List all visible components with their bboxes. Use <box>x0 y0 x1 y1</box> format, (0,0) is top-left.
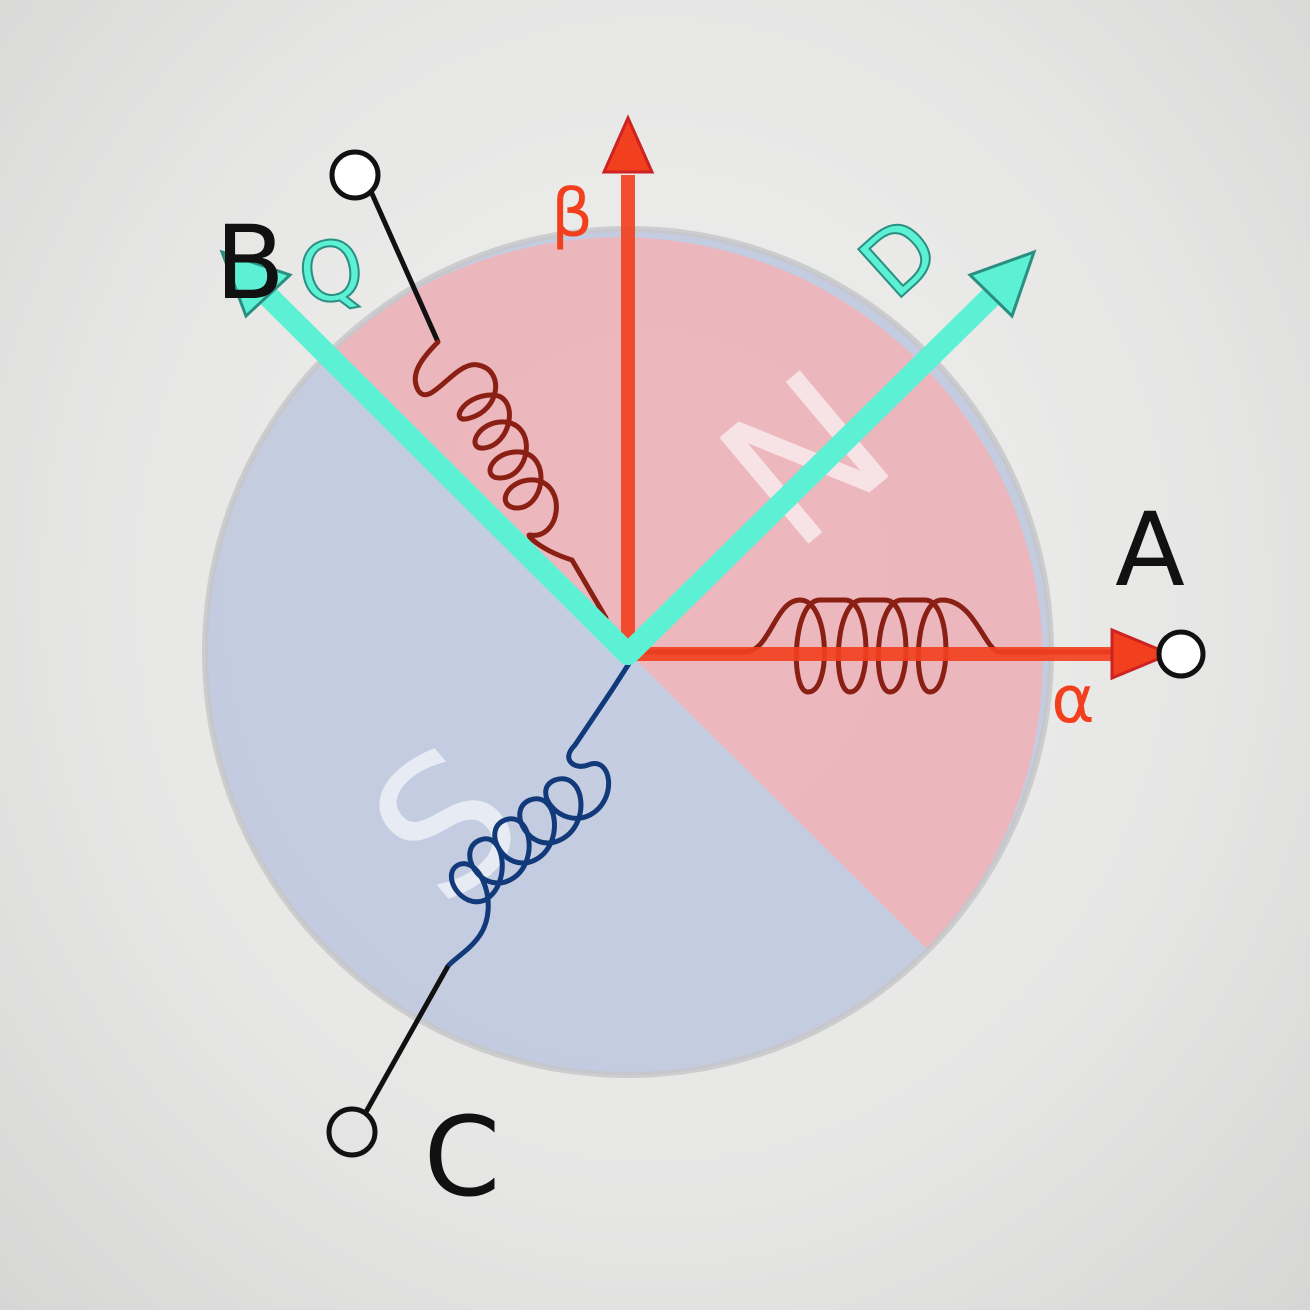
phase-a-label: A <box>1115 491 1185 610</box>
phase-b-winding <box>362 176 609 621</box>
beta-arrowhead <box>601 114 655 174</box>
alpha-arrowhead <box>1110 627 1174 681</box>
alpha-beta-axes <box>601 114 1174 681</box>
alpha-label: α <box>1051 661 1095 738</box>
q-axis-label: Q <box>291 221 371 326</box>
phase-b-label: B <box>215 204 285 323</box>
phase-c-label: C <box>424 1093 501 1221</box>
q-arrowhead <box>219 249 293 319</box>
phase-c-terminal-icon <box>326 1106 378 1158</box>
phase-c-coil <box>445 659 633 969</box>
phase-c-lead-wire <box>354 964 451 1130</box>
phase-b-coil <box>412 339 609 621</box>
d-arrowhead <box>967 249 1037 319</box>
dq-axes <box>219 249 1037 665</box>
phase-a-terminal-icon <box>1156 629 1206 679</box>
beta-label: β <box>551 175 593 252</box>
d-axis <box>617 279 1009 665</box>
q-axis <box>251 279 639 665</box>
phase-c-winding <box>354 659 633 1130</box>
phase-a-coil <box>629 597 1148 695</box>
phase-b-lead-wire <box>362 176 441 344</box>
phase-b-terminal-icon <box>329 149 381 201</box>
